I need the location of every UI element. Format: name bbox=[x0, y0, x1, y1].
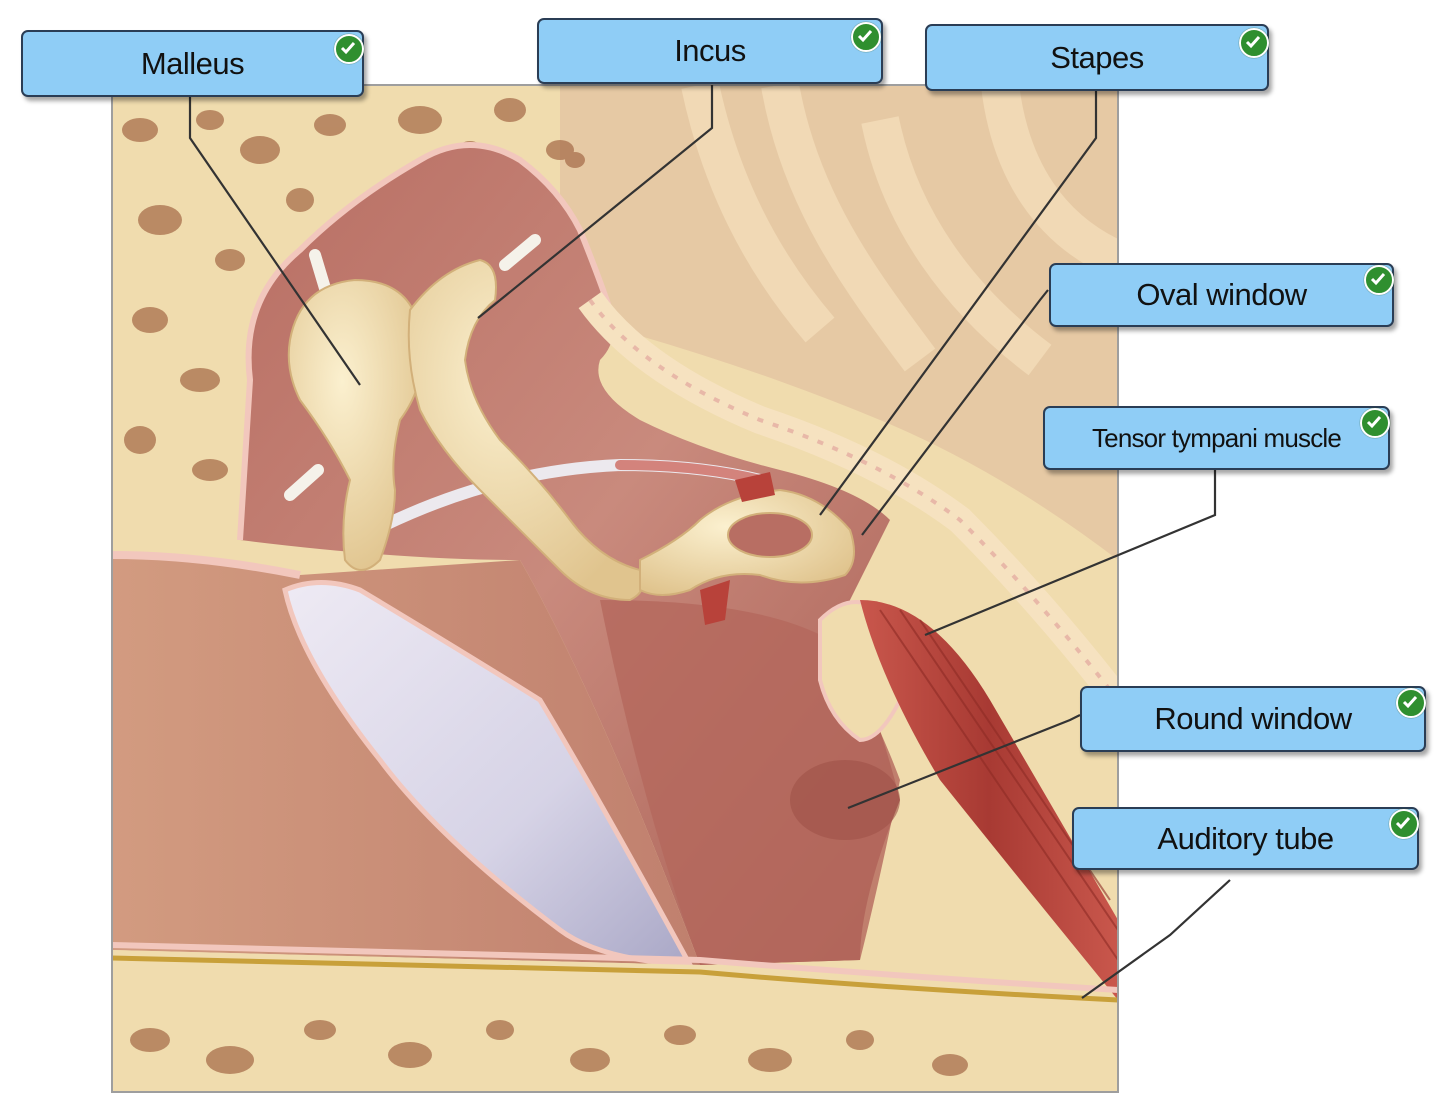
leader-lines bbox=[188, 85, 1231, 999]
label-round-window-text: Round window bbox=[1154, 701, 1352, 736]
label-stapes-text: Stapes bbox=[1050, 39, 1144, 75]
checkmark-icon bbox=[1239, 28, 1269, 58]
label-malleus-text: Malleus bbox=[140, 45, 245, 81]
bone-cavities bbox=[122, 98, 585, 481]
label-incus[interactable]: Incus bbox=[537, 18, 883, 84]
label-incus-text: Incus bbox=[674, 33, 746, 68]
checkmark-icon bbox=[1360, 408, 1390, 438]
label-round-window[interactable]: Round window bbox=[1080, 686, 1426, 752]
label-stapes[interactable]: Stapes bbox=[925, 24, 1269, 91]
checkmark-icon bbox=[851, 22, 881, 52]
checkmark-icon bbox=[1364, 265, 1394, 295]
label-tensor-tympani[interactable]: Tensor tympani muscle bbox=[1043, 406, 1390, 470]
checkmark-icon bbox=[1396, 688, 1426, 718]
label-auditory-tube-text: Auditory tube bbox=[1157, 820, 1334, 856]
label-oval-window-text: Oval window bbox=[1136, 277, 1307, 312]
checkmark-icon bbox=[1389, 809, 1419, 839]
label-auditory-tube[interactable]: Auditory tube bbox=[1072, 807, 1419, 870]
checkmark-icon bbox=[334, 34, 364, 64]
label-oval-window[interactable]: Oval window bbox=[1049, 263, 1394, 327]
label-tensor-tympani-text: Tensor tympani muscle bbox=[1091, 422, 1342, 453]
label-malleus[interactable]: Malleus bbox=[21, 30, 364, 97]
tensor-tympani bbox=[860, 600, 1118, 1000]
